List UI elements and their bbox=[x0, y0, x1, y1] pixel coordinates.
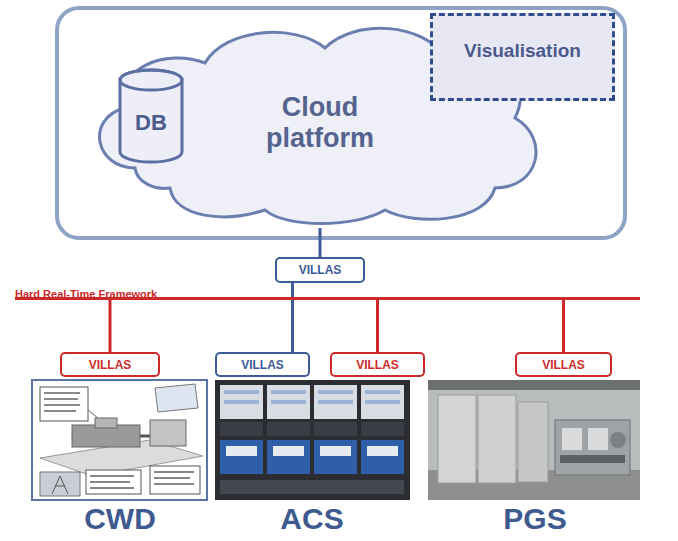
acs-illustration-part-part bbox=[314, 385, 357, 419]
acs-illustration-part-part bbox=[220, 385, 263, 419]
acs-illustration-part bbox=[226, 446, 398, 456]
acs-illustration-part bbox=[220, 385, 404, 419]
acs-illustration-part bbox=[220, 440, 404, 474]
acs-illustration-part-part bbox=[365, 390, 400, 394]
pgs-illustration-part bbox=[560, 455, 625, 463]
acs-illustration-part-part bbox=[320, 446, 351, 456]
acs-illustration-part-part bbox=[361, 385, 404, 419]
node-label: DB bbox=[135, 110, 167, 136]
cwd-illustration-part bbox=[44, 404, 80, 406]
pgs-illustration-part bbox=[588, 428, 608, 450]
dashed-box: Visualisation bbox=[430, 13, 615, 101]
system-label: ACS bbox=[262, 502, 362, 536]
pgs-illustration-part bbox=[478, 395, 516, 483]
acs-illustration-part-part bbox=[361, 440, 404, 474]
node-label: Cloud platform bbox=[245, 92, 395, 154]
acs-illustration-part-part bbox=[314, 422, 357, 436]
cwd-illustration-part bbox=[150, 420, 186, 446]
pgs-illustration-part bbox=[518, 402, 548, 482]
acs-illustration-part-part bbox=[318, 400, 353, 404]
pgs-illustration-part bbox=[610, 432, 626, 448]
node-label: Visualisation bbox=[464, 40, 581, 62]
cwd-illustration-part bbox=[154, 483, 194, 485]
gateway-box: VILLAS bbox=[275, 257, 365, 283]
cwd-illustration-part bbox=[140, 435, 150, 438]
acs-illustration-part bbox=[220, 480, 404, 494]
pgs-illustration-part bbox=[562, 428, 582, 450]
acs-illustration bbox=[215, 380, 410, 500]
node-label: Hard Real-Time Framework bbox=[15, 288, 157, 300]
cwd-illustration bbox=[32, 380, 207, 500]
cylinder-outline bbox=[120, 70, 182, 162]
connector-line bbox=[319, 228, 322, 257]
bus-line: Hard Real-Time Framework bbox=[15, 284, 640, 300]
system-label: CWD bbox=[70, 502, 170, 536]
connector-line bbox=[109, 300, 112, 352]
node-label: VILLAS bbox=[356, 358, 399, 372]
gateway-box: VILLAS bbox=[60, 352, 160, 377]
cwd-illustration-part bbox=[44, 392, 80, 394]
platform-frame bbox=[57, 8, 625, 238]
pgs-illustration-part bbox=[555, 420, 630, 475]
acs-illustration-part-part bbox=[314, 440, 357, 474]
acs-illustration-part-part bbox=[267, 440, 310, 474]
acs-illustration-part-part bbox=[367, 446, 398, 456]
node-label: VILLAS bbox=[542, 358, 585, 372]
cylinder-outline bbox=[120, 70, 182, 90]
acs-illustration-part-part bbox=[267, 422, 310, 436]
gateway-box: VILLAS bbox=[215, 352, 310, 377]
acs-illustration-part-part bbox=[224, 390, 259, 394]
database-cylinder: DB bbox=[118, 68, 184, 164]
platform-frame-part bbox=[57, 8, 625, 238]
system-label: PGS bbox=[485, 502, 585, 536]
acs-illustration-part-part bbox=[365, 400, 400, 404]
cwd-illustration-part bbox=[90, 481, 130, 483]
acs-illustration-part bbox=[224, 390, 400, 404]
gateway-box: VILLAS bbox=[515, 352, 612, 377]
cwd-illustration-part bbox=[52, 476, 68, 494]
connector-line bbox=[376, 300, 379, 352]
cwd-illustration-part bbox=[150, 466, 200, 494]
connector-line bbox=[562, 300, 565, 352]
cwd-illustration-part bbox=[90, 475, 134, 477]
acs-illustration-part-part bbox=[224, 400, 259, 404]
cwd-illustration-part bbox=[155, 384, 198, 412]
cwd-illustration-part bbox=[40, 472, 80, 496]
pgs-illustration bbox=[428, 380, 640, 500]
acs-illustration-part-part bbox=[273, 446, 304, 456]
cwd-illustration-part bbox=[154, 477, 190, 479]
cwd-illustration-part bbox=[32, 380, 207, 500]
cwd-illustration-part bbox=[154, 471, 194, 473]
acs-illustration-part-part bbox=[267, 385, 310, 419]
acs-illustration-part-part bbox=[318, 390, 353, 394]
node-label: VILLAS bbox=[241, 358, 284, 372]
cwd-illustration-part bbox=[44, 398, 78, 400]
cwd-illustration-part bbox=[86, 470, 141, 494]
pgs-illustration-part bbox=[428, 380, 640, 390]
acs-illustration-part-part bbox=[271, 400, 306, 404]
acs-illustration-part-part bbox=[271, 390, 306, 394]
node-label: VILLAS bbox=[299, 263, 342, 277]
node-label: VILLAS bbox=[89, 358, 132, 372]
connector-line bbox=[291, 283, 294, 352]
acs-illustration-part-part bbox=[220, 440, 263, 474]
pgs-illustration-part bbox=[438, 395, 476, 483]
cwd-illustration-part bbox=[95, 418, 117, 428]
pgs-illustration-part bbox=[428, 380, 640, 500]
acs-illustration-part-part bbox=[226, 446, 257, 456]
acs-illustration-part-part bbox=[220, 422, 263, 436]
acs-illustration-part bbox=[220, 422, 404, 436]
cwd-illustration-part bbox=[40, 387, 88, 421]
acs-illustration-part bbox=[215, 380, 410, 500]
cwd-illustration-part bbox=[44, 410, 76, 412]
cwd-illustration-part bbox=[90, 487, 134, 489]
gateway-box: VILLAS bbox=[330, 352, 425, 377]
acs-illustration-part-part bbox=[361, 422, 404, 436]
